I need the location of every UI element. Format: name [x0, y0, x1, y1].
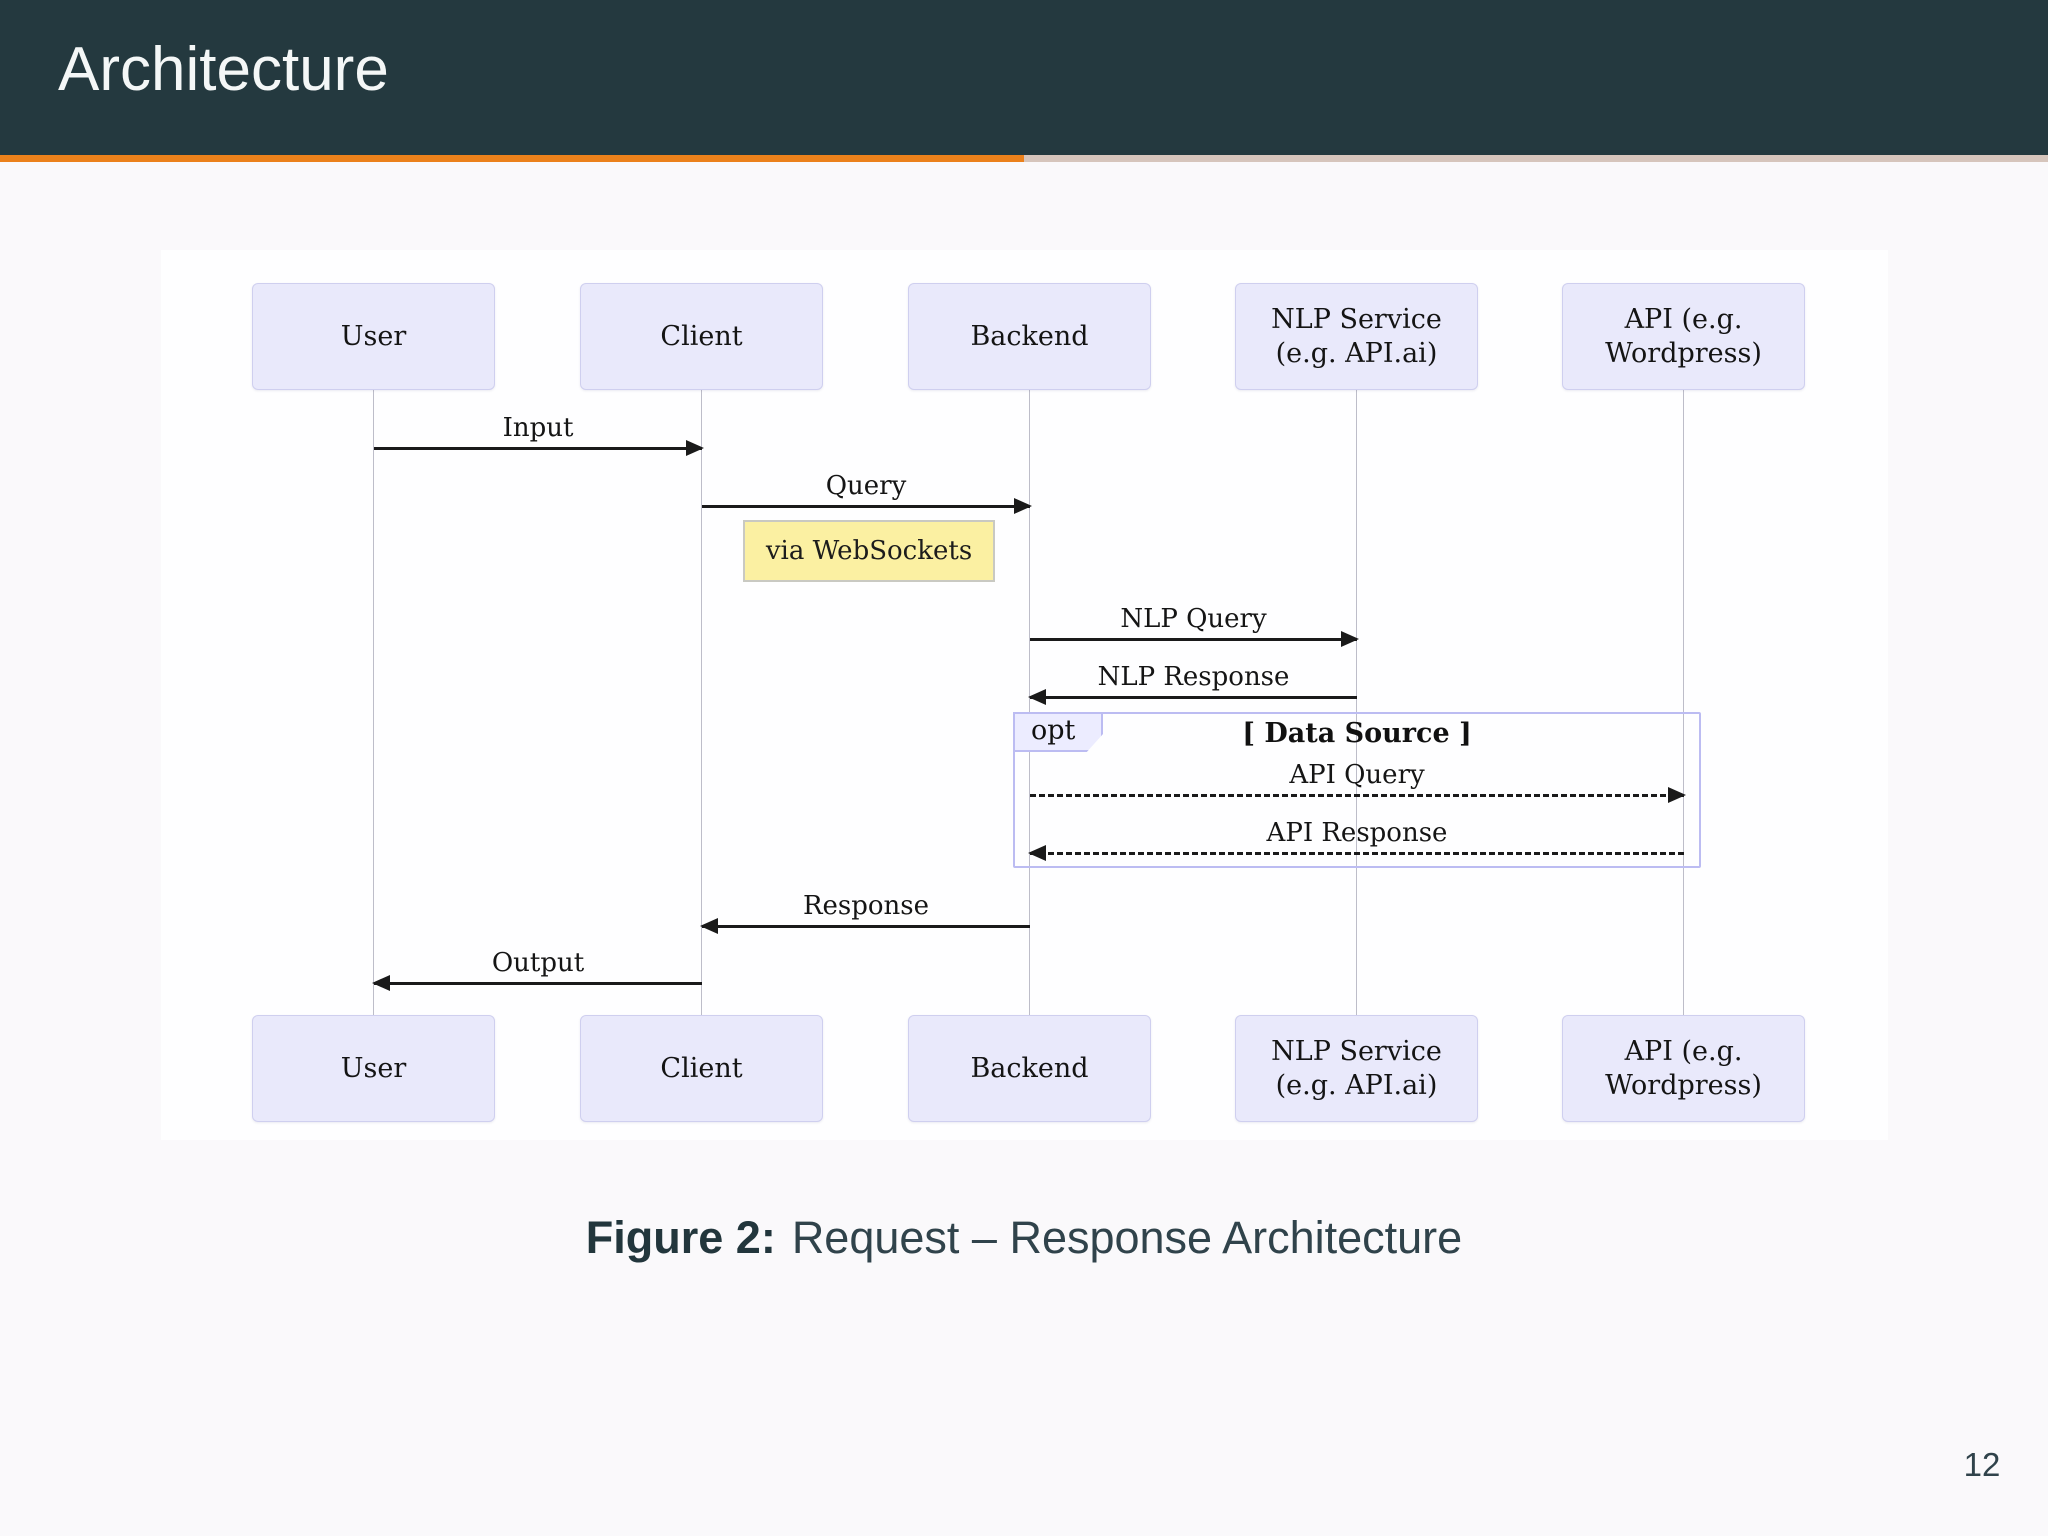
actor-label: NLP Service (e.g. API.ai): [1271, 1035, 1442, 1101]
slide-title: Architecture: [58, 35, 389, 104]
message-nlp-query: NLP Query: [1030, 602, 1359, 647]
message-output: Output: [372, 946, 702, 991]
page-number: 12: [1963, 1446, 2001, 1483]
message-line: [1030, 631, 1359, 647]
sequence-diagram: User Client Backend NLP Service (e.g. AP…: [161, 250, 1888, 1140]
actor-user-bottom: User: [252, 1015, 495, 1122]
message-label: NLP Response: [1097, 662, 1290, 692]
message-query: Query: [702, 469, 1032, 514]
note-via-websockets: via WebSockets: [743, 520, 995, 582]
message-label: Query: [825, 471, 907, 501]
message-label: Output: [491, 948, 585, 978]
lifeline-client: [701, 390, 702, 1015]
figure-caption: Figure 2: Request – Response Architecture: [0, 1212, 2048, 1264]
arrowhead-right-icon: [1668, 787, 1686, 803]
note-label: via WebSockets: [765, 536, 973, 566]
actor-label: Backend: [970, 320, 1089, 352]
actor-api-top: API (e.g. Wordpress): [1562, 283, 1805, 390]
message-nlp-response: NLP Response: [1028, 660, 1357, 705]
message-response: Response: [700, 889, 1030, 934]
message-input: Input: [374, 411, 704, 456]
arrowhead-left-icon: [700, 918, 718, 934]
progress-bar: [0, 155, 2048, 162]
arrowhead-right-icon: [1341, 631, 1359, 647]
arrowhead-left-icon: [1028, 845, 1046, 861]
opt-fragment-guard: [ Data Source ]: [1242, 718, 1472, 749]
actor-backend-bottom: Backend: [908, 1015, 1151, 1122]
slide-header: Architecture: [0, 0, 2048, 155]
actor-label: User: [340, 1052, 407, 1084]
actor-client-bottom: Client: [580, 1015, 823, 1122]
opt-fragment-operator: opt: [1013, 712, 1103, 752]
progress-bar-fill: [0, 155, 1024, 162]
message-line: [1030, 787, 1686, 803]
message-line: [374, 440, 704, 456]
actor-label: API (e.g. Wordpress): [1605, 303, 1762, 369]
actor-api-bottom: API (e.g. Wordpress): [1562, 1015, 1805, 1122]
message-line: [1028, 689, 1357, 705]
actor-nlp-service-top: NLP Service (e.g. API.ai): [1235, 283, 1478, 390]
actor-label: User: [340, 320, 407, 352]
actor-label: Backend: [970, 1052, 1089, 1084]
opt-fragment: opt [ Data Source ]: [1013, 712, 1701, 868]
lifeline-nlp-service: [1356, 390, 1357, 1015]
lifeline-api: [1683, 390, 1684, 1015]
actor-label: Client: [660, 320, 743, 352]
figure-caption-prefix: Figure 2:: [585, 1212, 776, 1263]
message-line: [372, 975, 702, 991]
message-api-response: API Response: [1028, 816, 1684, 861]
actor-nlp-service-bottom: NLP Service (e.g. API.ai): [1235, 1015, 1478, 1122]
lifeline-user: [373, 390, 374, 1015]
message-label: Response: [802, 891, 930, 921]
arrowhead-right-icon: [686, 440, 704, 456]
arrowhead-right-icon: [1014, 498, 1032, 514]
actor-label: API (e.g. Wordpress): [1605, 1035, 1762, 1101]
message-label: API Query: [1289, 760, 1425, 790]
message-api-query: API Query: [1030, 758, 1686, 803]
actor-backend-top: Backend: [908, 283, 1151, 390]
message-line: [702, 498, 1032, 514]
actor-client-top: Client: [580, 283, 823, 390]
message-label: Input: [502, 413, 574, 443]
progress-bar-track: [1024, 155, 2048, 162]
message-line: [700, 918, 1030, 934]
figure-caption-text: Request – Response Architecture: [791, 1212, 1463, 1263]
actor-label: Client: [660, 1052, 743, 1084]
message-line: [1028, 845, 1684, 861]
message-label: NLP Query: [1120, 604, 1267, 634]
arrowhead-left-icon: [372, 975, 390, 991]
arrowhead-left-icon: [1028, 689, 1046, 705]
actor-label: NLP Service (e.g. API.ai): [1271, 303, 1442, 369]
message-label: API Response: [1266, 818, 1448, 848]
actor-user-top: User: [252, 283, 495, 390]
